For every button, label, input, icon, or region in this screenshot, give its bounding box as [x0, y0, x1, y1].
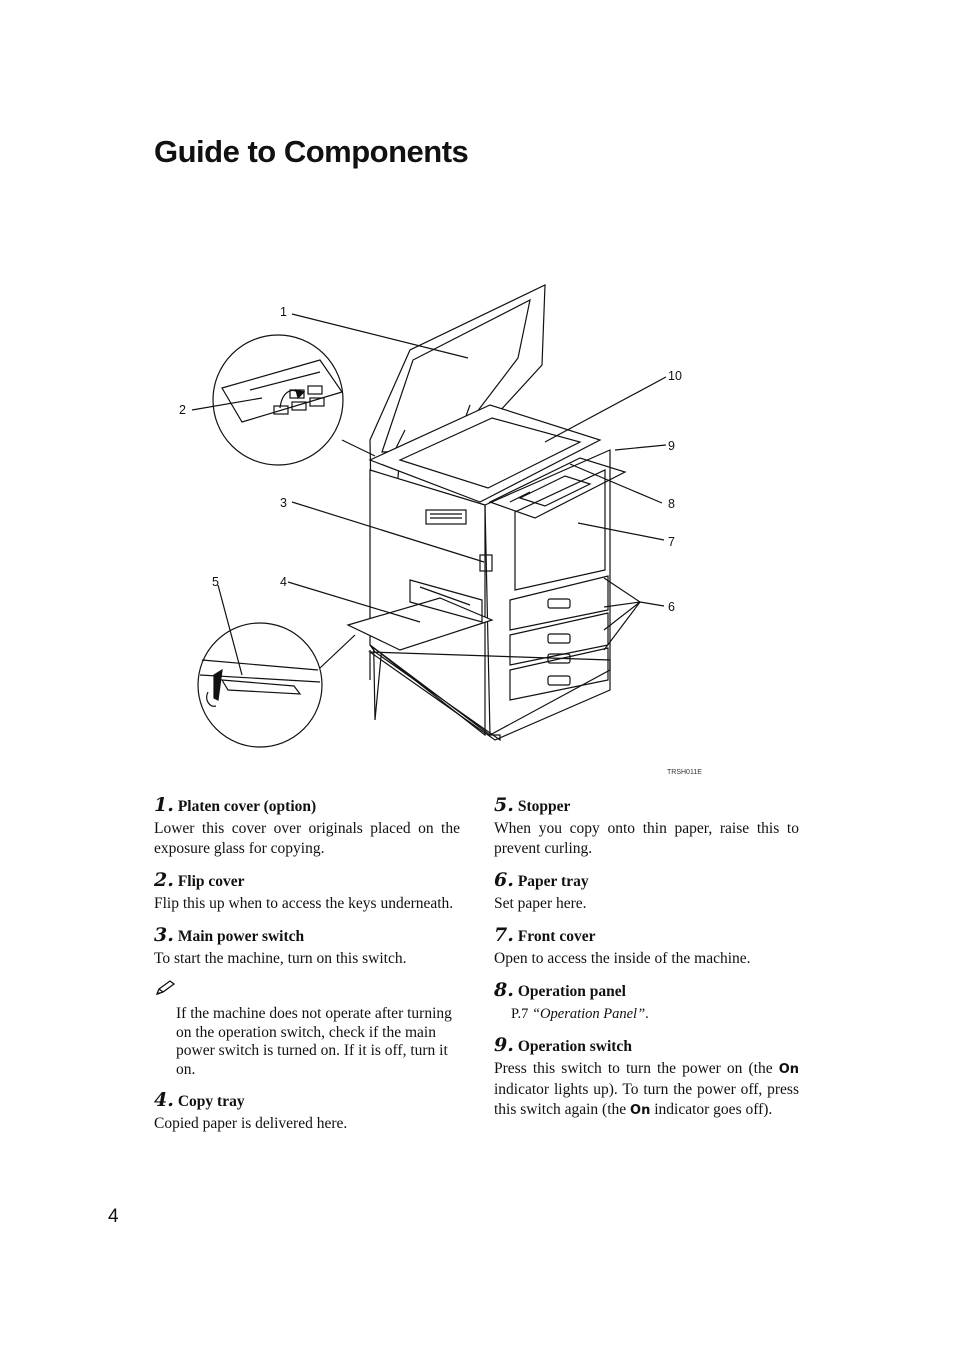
list-item: 4.Copy tray Copied paper is delivered he…: [154, 1089, 460, 1134]
desc-part: indicator goes off).: [650, 1101, 773, 1118]
desc-part: indicator lights up). To turn the power …: [494, 1081, 799, 1118]
ref-suffix: .: [645, 1006, 649, 1022]
item-number: 1.: [154, 794, 174, 816]
item-description: When you copy onto thin paper, raise thi…: [494, 820, 799, 857]
item-number: 8.: [494, 979, 514, 1001]
ref-title: “Operation Panel”: [531, 1006, 646, 1022]
item-number: 7.: [494, 924, 514, 946]
item-title: Operation switch: [517, 1038, 632, 1055]
copier-illustration: 1 2 3 4 5 6 7 8 9 10: [179, 284, 682, 748]
item-number: 4.: [154, 1089, 174, 1111]
list-item: 1.Platen cover (option) Lower this cover…: [154, 794, 460, 859]
callout-10: 10: [668, 369, 682, 383]
item-number: 6.: [494, 869, 514, 891]
item-title: Flip cover: [177, 873, 245, 890]
item-description: Lower this cover over originals placed o…: [154, 820, 460, 857]
item-number: 3.: [154, 924, 174, 946]
callout-3: 3: [280, 496, 287, 510]
page-number: 4: [108, 1206, 119, 1227]
item-number: 9.: [494, 1034, 514, 1056]
ref-page: P.7: [511, 1006, 532, 1022]
on-indicator-label: On: [778, 1062, 799, 1077]
item-title: Front cover: [517, 928, 596, 945]
item-description: To start the machine, turn on this switc…: [154, 950, 407, 967]
desc-part: Press this switch to turn the power on (…: [494, 1060, 779, 1077]
note-text: If the machine does not operate after tu…: [176, 1005, 452, 1078]
callout-1: 1: [280, 305, 287, 319]
list-item: 5.Stopper When you copy onto thin paper,…: [494, 794, 799, 859]
callout-6: 6: [668, 600, 675, 614]
pencil-note-icon: [155, 980, 176, 996]
figure-code: TRSH011E: [667, 769, 702, 776]
item-description: Press this switch to turn the power on (…: [494, 1059, 799, 1121]
component-list-right: 5.Stopper When you copy onto thin paper,…: [494, 794, 799, 1131]
list-item: 3.Main power switch To start the machine…: [154, 924, 460, 969]
list-item: 9.Operation switch Press this switch to …: [494, 1034, 799, 1121]
list-item: 7.Front cover Open to access the inside …: [494, 924, 799, 969]
list-item: 8.Operation panel P.7 “Operation Panel”.: [494, 979, 799, 1024]
list-item: 2.Flip cover Flip this up when to access…: [154, 869, 460, 914]
list-item: 6.Paper tray Set paper here.: [494, 869, 799, 914]
callout-9: 9: [668, 439, 675, 453]
note-block: If the machine does not operate after tu…: [154, 979, 460, 1079]
callout-5: 5: [212, 575, 219, 589]
page-title: Guide to Components: [154, 134, 469, 169]
callout-8: 8: [668, 497, 675, 511]
callout-7: 7: [668, 535, 675, 549]
item-description: Open to access the inside of the machine…: [494, 950, 751, 967]
on-indicator-label: On: [630, 1103, 651, 1118]
item-title: Operation panel: [517, 983, 626, 1000]
item-description: Flip this up when to access the keys und…: [154, 895, 454, 912]
item-title: Paper tray: [517, 873, 589, 890]
item-number: 5.: [494, 794, 514, 816]
item-description: Set paper here.: [494, 895, 587, 912]
item-number: 2.: [154, 869, 174, 891]
item-title: Main power switch: [177, 928, 305, 945]
callout-2: 2: [179, 403, 186, 417]
item-title: Copy tray: [177, 1093, 245, 1110]
component-list-left: 1.Platen cover (option) Lower this cover…: [154, 794, 460, 1144]
item-description: Copied paper is delivered here.: [154, 1115, 348, 1132]
cross-reference[interactable]: P.7 “Operation Panel”.: [511, 1004, 799, 1024]
item-title: Stopper: [517, 798, 571, 815]
item-title: Platen cover (option): [177, 798, 317, 815]
callout-4: 4: [280, 575, 287, 589]
